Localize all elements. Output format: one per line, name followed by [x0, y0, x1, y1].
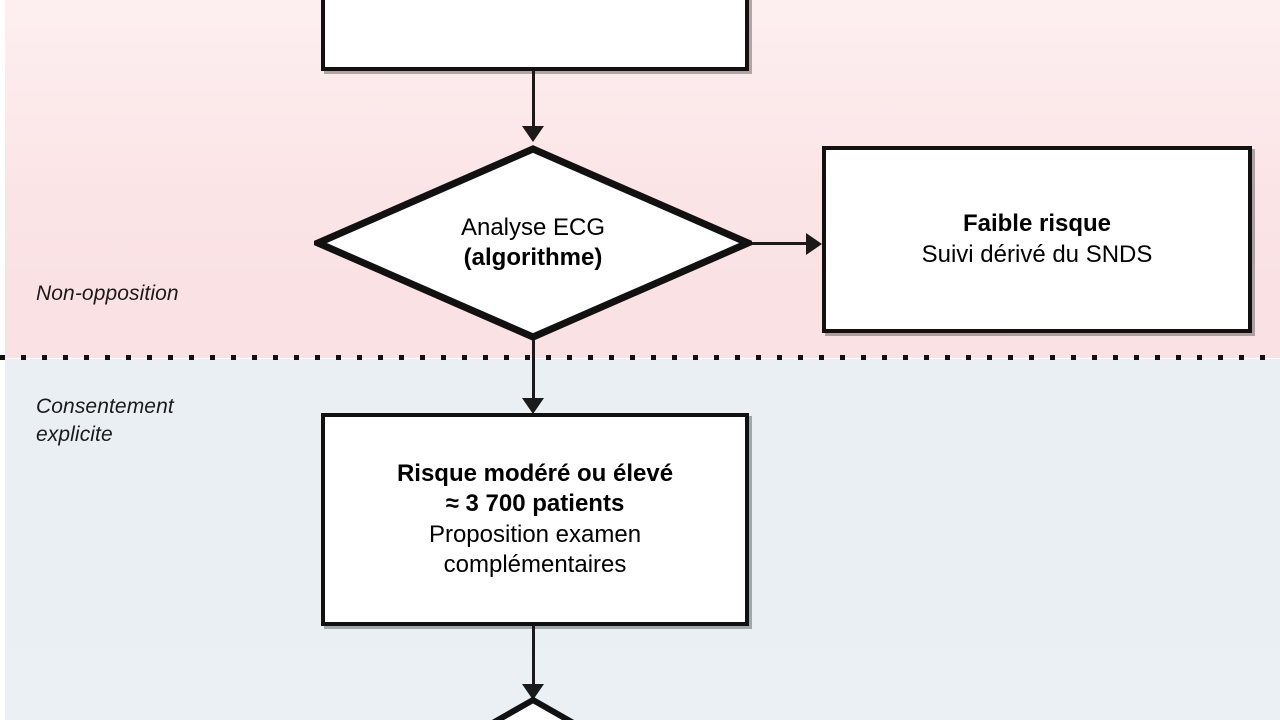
node-risque-line-2: ≈ 3 700 patients	[445, 490, 625, 518]
edge-cohort-to-analyse-arrowhead-icon	[522, 126, 544, 142]
diamond-shape-icon	[491, 697, 575, 720]
zone-divider-dotted	[0, 355, 1280, 360]
diamond-shape-icon	[314, 145, 752, 341]
edge-analyse-to-risque	[532, 340, 535, 405]
node-risque-line-3: Proposition examen	[428, 520, 642, 548]
node-analyse-line-2: (algorithme)	[463, 244, 603, 271]
edge-analyse-to-faible	[752, 242, 814, 245]
node-cohort-box[interactable]: ≈ 37 000 patients	[321, 0, 749, 71]
node-faible-line-2: Suivi dérivé du SNDS	[921, 240, 1153, 268]
node-risque-modere-eleve-box[interactable]: Risque modéré ou élevé ≈ 3 700 patients …	[321, 413, 749, 626]
zone-label-consentement-explicite: Consentement explicite	[36, 395, 174, 446]
edge-analyse-to-faible-arrowhead-icon	[806, 233, 822, 255]
edge-risque-to-next-decision-arrowhead-icon	[522, 684, 544, 700]
edge-analyse-to-risque-arrowhead-icon	[522, 398, 544, 414]
zone-label-non-opposition: Non-opposition	[36, 282, 179, 305]
node-analyse-line-1: Analyse ECG	[460, 213, 606, 241]
node-next-decision-diamond[interactable]	[430, 697, 636, 720]
edge-risque-to-next-decision	[532, 626, 535, 692]
node-faible-risque-box[interactable]: Faible risque Suivi dérivé du SNDS	[822, 146, 1252, 333]
node-analyse-label: Analyse ECG (algorithme)	[461, 213, 605, 273]
node-risque-line-4: complémentaires	[443, 550, 627, 578]
node-analyse-diamond[interactable]: Analyse ECG (algorithme)	[314, 145, 752, 341]
node-risque-line-1: Risque modéré ou élevé	[396, 460, 674, 488]
edge-cohort-to-analyse	[532, 71, 535, 133]
node-faible-line-1: Faible risque	[962, 210, 1112, 238]
